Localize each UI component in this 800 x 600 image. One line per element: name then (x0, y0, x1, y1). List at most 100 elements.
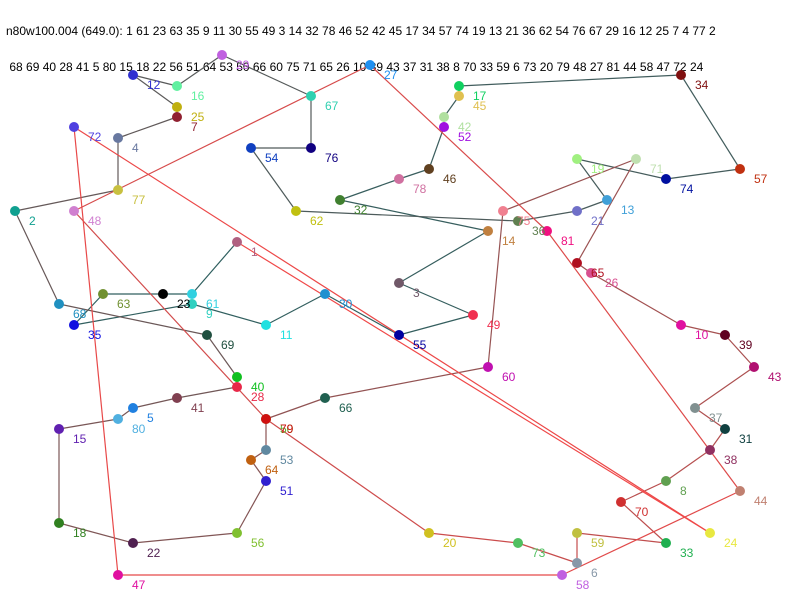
tour-edge-19-13 (576, 158, 608, 201)
tour-edge-47-72 (73, 126, 119, 576)
tour-edge-32-78 (339, 178, 400, 201)
node-14 (483, 226, 493, 236)
node-60 (483, 362, 493, 372)
node-label-73: 73 (532, 546, 546, 560)
node-39 (720, 330, 730, 340)
node-21 (572, 206, 582, 216)
node-69 (202, 330, 212, 340)
tour-edge-33-59 (576, 532, 667, 544)
node-label-24: 24 (724, 536, 738, 550)
node-label-40: 40 (251, 380, 265, 394)
node-label-57: 57 (754, 172, 768, 186)
node-label-30: 30 (339, 297, 353, 311)
node-46 (424, 164, 434, 174)
tour-edge-74-19 (576, 158, 667, 180)
node-label-78: 78 (413, 182, 427, 196)
tour-edge-77-2 (14, 189, 119, 212)
node-label-29: 29 (236, 58, 250, 72)
node-26 (586, 268, 596, 278)
tour-edge-14-32 (339, 199, 489, 232)
node-81 (542, 226, 552, 236)
node-1 (232, 237, 242, 247)
node-17 (454, 81, 464, 91)
node-label-77: 77 (132, 193, 146, 207)
node-label-81: 81 (561, 234, 575, 248)
node-label-26: 26 (605, 276, 619, 290)
node-79 (261, 414, 271, 424)
node-22 (128, 538, 138, 548)
node-label-69: 69 (221, 338, 235, 352)
node-42 (439, 112, 449, 122)
node-label-71: 71 (650, 162, 664, 176)
node-6 (572, 558, 582, 568)
node-label-33: 33 (680, 546, 694, 560)
tour-edge-69-40 (206, 334, 238, 378)
node-label-55: 55 (413, 338, 427, 352)
node-label-32: 32 (354, 203, 368, 217)
node-5 (128, 403, 138, 413)
node-53 (261, 445, 271, 455)
tour-edge-68-69 (58, 303, 208, 336)
node-label-27: 27 (384, 68, 398, 82)
node-64 (246, 455, 256, 465)
tour-edge-44-58 (561, 490, 741, 576)
node-label-14: 14 (502, 234, 516, 248)
node-49 (468, 310, 478, 320)
tour-edge-38-8 (665, 449, 711, 482)
node-4 (113, 133, 123, 143)
node-label-25: 25 (191, 110, 205, 124)
node-label-1: 1 (251, 245, 258, 259)
node-76 (306, 143, 316, 153)
node-65 (572, 258, 582, 268)
node-label-47: 47 (132, 578, 146, 592)
node-label-53: 53 (280, 453, 294, 467)
node-label-22: 22 (147, 546, 161, 560)
tour-edge-50-66 (265, 397, 326, 420)
tour-edge-72-24 (73, 126, 711, 534)
node-38 (705, 445, 715, 455)
node-40 (232, 372, 242, 382)
node-15 (54, 424, 64, 434)
node-16 (172, 81, 182, 91)
node-label-36: 36 (532, 224, 546, 238)
node-23 (158, 289, 168, 299)
tour-edge-34-57 (680, 74, 741, 170)
tour-edge-12-25 (132, 74, 178, 108)
node-label-54: 54 (265, 151, 279, 165)
node-11 (261, 320, 271, 330)
tour-edge-60-75 (487, 210, 504, 368)
tour-edge-73-20 (428, 532, 519, 544)
node-label-61: 61 (206, 297, 220, 311)
node-label-19: 19 (591, 162, 605, 176)
node-label-79: 79 (280, 422, 294, 436)
tour-edges (14, 54, 755, 576)
node-73 (513, 538, 523, 548)
header-tour-line: 68 69 40 28 41 5 80 15 18 22 56 51 64 53… (6, 60, 704, 74)
node-label-4: 4 (132, 141, 139, 155)
header-title-line: n80w100.004 (649.0): 1 61 23 63 35 9 11 … (6, 24, 716, 38)
tour-edge-11-30 (265, 293, 326, 326)
node-label-37: 37 (709, 411, 723, 425)
tour-edge-3-14 (398, 230, 489, 284)
tour-edge-2-68 (14, 210, 60, 305)
tour-edge-18-22 (58, 522, 134, 544)
tour-edge-21-36 (517, 210, 578, 222)
node-7 (172, 112, 182, 122)
node-label-58: 58 (576, 578, 590, 592)
node-label-31: 31 (739, 432, 753, 446)
node-28 (232, 382, 242, 392)
node-label-41: 41 (191, 401, 205, 415)
node-48 (69, 206, 79, 216)
node-33 (661, 538, 671, 548)
node-label-20: 20 (443, 536, 457, 550)
node-label-3: 3 (413, 286, 420, 300)
node-37 (690, 403, 700, 413)
node-label-39: 39 (739, 338, 753, 352)
node-57 (735, 164, 745, 174)
node-label-66: 66 (339, 401, 353, 415)
node-label-64: 64 (265, 463, 279, 477)
node-12 (128, 70, 138, 80)
node-31 (720, 424, 730, 434)
node-label-46: 46 (443, 172, 457, 186)
tour-edge-49-3 (398, 282, 474, 316)
